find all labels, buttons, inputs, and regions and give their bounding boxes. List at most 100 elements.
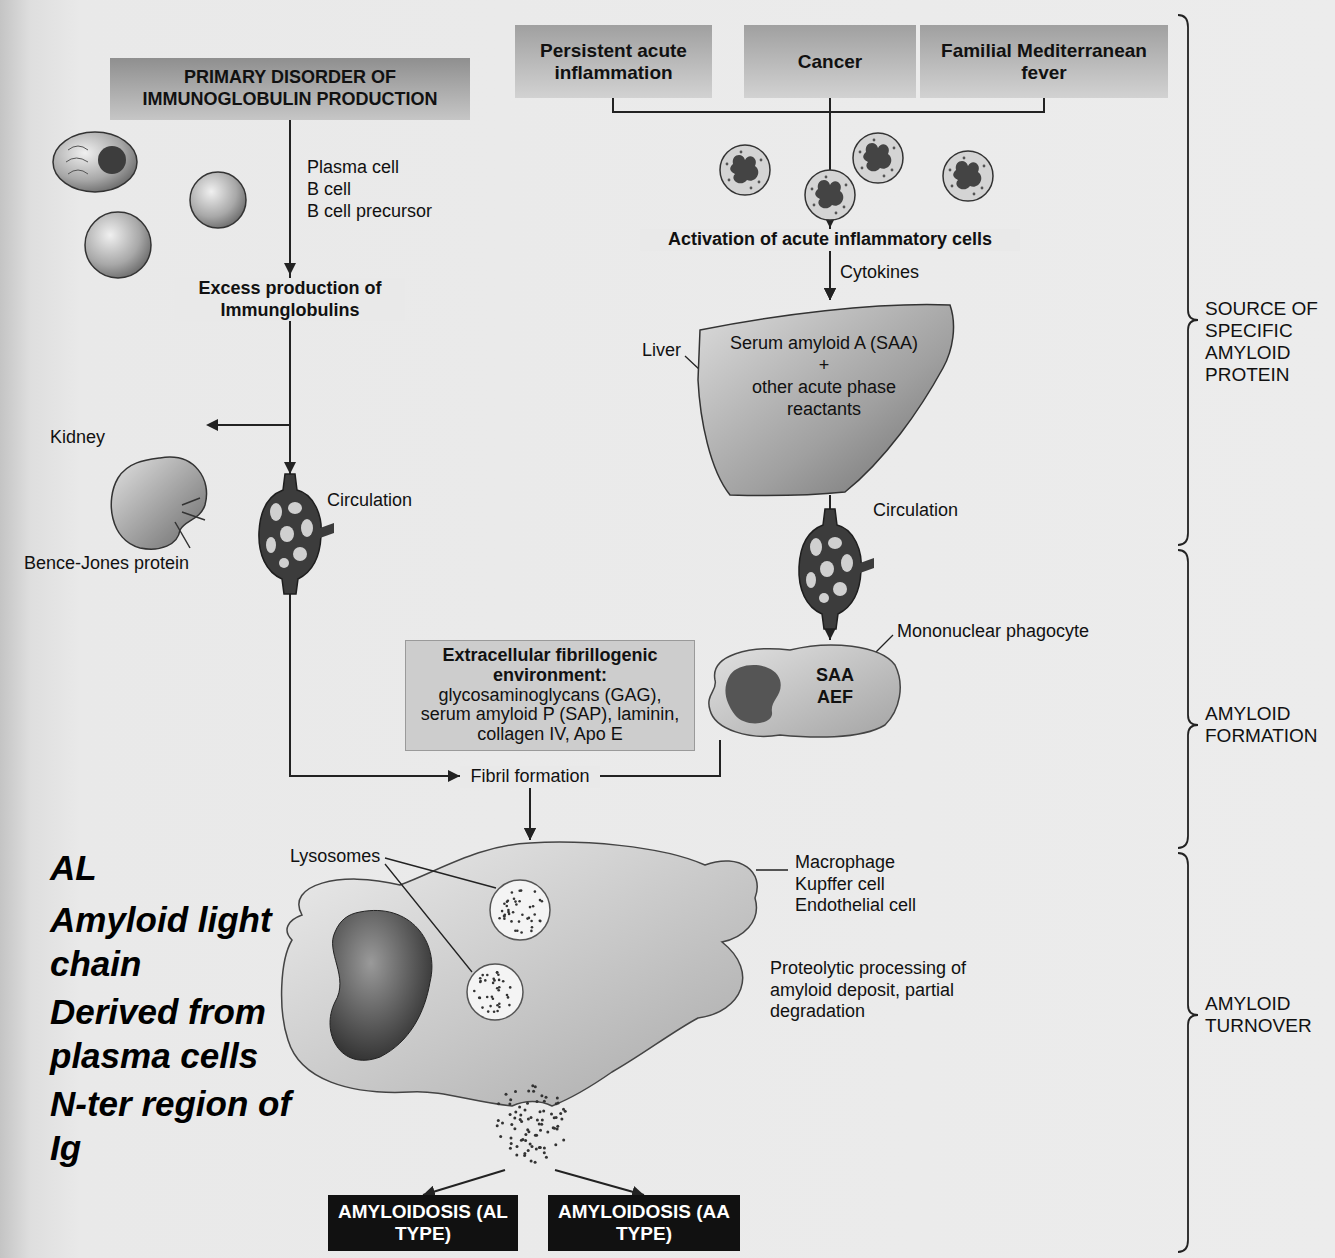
macrophage-cell-outline-part	[481, 1006, 484, 1009]
macrophage-cell-outline-part	[516, 930, 519, 933]
flow-arrowheads-part	[284, 462, 296, 474]
macrophage-cell-outline-part	[531, 1145, 534, 1148]
macrophage-cell-outline-part	[545, 1156, 548, 1159]
node-text: Serum amyloid A (SAA)	[713, 332, 935, 354]
macrophage-cell-outline-part	[505, 1093, 508, 1096]
node-text: other acute phase reactants	[734, 376, 914, 420]
macrophage-cell-outline-part	[539, 899, 542, 902]
macrophage-cell-outline-part	[506, 994, 509, 997]
macrophage-cell-outline-part	[530, 1160, 533, 1163]
macrophage-cell-outline-part	[514, 900, 517, 903]
source-box: Cancer	[744, 25, 916, 98]
macrophage-cell-outline-part	[506, 901, 509, 904]
macrophage-cell-outline-part	[479, 977, 482, 980]
macrophage-cell-outline-part	[543, 1100, 546, 1103]
macrophage-cell-outline-part	[524, 1139, 527, 1142]
label: Circulation	[327, 490, 412, 512]
bracket	[1178, 15, 1198, 1252]
macrophage-cell-outline-part	[487, 1010, 490, 1013]
macrophage-cell-outline-part	[486, 974, 489, 977]
macrophage-cell-outline-part	[539, 1110, 542, 1113]
macrophage-cell-outline-part	[516, 1145, 519, 1148]
macrophage-cell-outline-part	[562, 1138, 565, 1141]
label: Circulation	[873, 500, 958, 522]
neutrophils-part	[853, 133, 903, 183]
macrophage-cell-outline-part	[546, 1130, 549, 1133]
neutrophils-part	[805, 170, 855, 220]
macrophage-cell-outline-part	[534, 890, 537, 893]
connector	[830, 98, 1044, 300]
macrophage-cell-outline-part	[521, 1138, 524, 1141]
connector	[555, 1170, 644, 1195]
macrophage-cell-outline-part	[486, 996, 489, 999]
macrophage-cell-outline-part	[519, 1113, 522, 1116]
label: B cell precursor	[307, 201, 432, 223]
macrophage-cell-outline-part	[515, 1154, 518, 1157]
macrophage-cell-outline-part	[508, 1004, 511, 1007]
macrophage-cell-outline-part	[520, 931, 523, 934]
macrophage-cell-outline-part	[523, 1154, 526, 1157]
macrophage-cell-outline-part	[510, 920, 513, 923]
macrophage-cell-outline-part	[507, 996, 510, 999]
macrophage-cell-outline-part	[496, 1004, 499, 1007]
label: Proteolytic processing of amyloid deposi…	[770, 958, 970, 1023]
macrophage-cell-outline-part	[543, 1146, 546, 1149]
macrophage-cell-outline-part	[550, 1112, 553, 1115]
outcome-box: AMYLOIDOSIS (AA TYPE)	[548, 1195, 740, 1251]
macrophage-cell-outline-part	[496, 1010, 499, 1013]
label: Activation of acute inflammatory cells	[640, 229, 1020, 251]
liver-organ: Serum amyloid A (SAA)+other acute phase …	[695, 300, 957, 495]
macrophage-cell-outline-part	[555, 1116, 558, 1119]
macrophage-cell-outline-part	[527, 1118, 530, 1121]
macrophage-cell-outline-part	[513, 1127, 516, 1130]
macrophage-cell-outline-part	[504, 914, 507, 917]
label: SOURCE OF SPECIFIC AMYLOID PROTEIN	[1205, 298, 1331, 385]
connector	[423, 1170, 505, 1195]
plasma-cells	[53, 132, 246, 278]
macrophage-cell-outline-part	[497, 1119, 500, 1122]
plasma-cells-part	[85, 212, 151, 278]
macrophage-cell-outline-part	[518, 890, 521, 893]
node-text: Macrophage Kupffer cell Endothelial cell	[795, 852, 947, 917]
macrophage-cell-outline-part	[524, 1108, 527, 1111]
macrophage-cell-outline-part	[539, 920, 542, 923]
blood-vessel	[259, 474, 874, 629]
macrophage-cell-outline-part	[557, 1101, 560, 1104]
macrophage-cell-outline-part	[489, 1005, 492, 1008]
label: B cell	[307, 179, 351, 201]
macrophage-cell-outline-part	[513, 898, 516, 901]
source-box: Persistent acute inflammation	[515, 25, 712, 98]
phagocyte-cell-outline-part	[709, 645, 900, 737]
macrophage-cell-outline-part	[556, 1097, 559, 1100]
macrophage-cell-outline-part	[527, 1149, 530, 1152]
node-text: PRIMARY DISORDER OF IMMUNOGLOBULIN PRODU…	[120, 67, 460, 110]
macrophage-cell-outline-part	[530, 1116, 533, 1119]
phagocyte-cell-outline-part	[725, 665, 780, 723]
macrophage-cell-outline-part	[282, 842, 758, 1106]
macrophage-cell-outline-part	[527, 1130, 530, 1133]
macrophage-cell-outline-part	[479, 981, 482, 984]
macrophage-cell-outline-part	[553, 1127, 556, 1130]
macrophage-cell-outline-part	[531, 926, 534, 929]
macrophage-cell-outline-part	[496, 1124, 499, 1127]
macrophage-cell-outline-part	[509, 1098, 512, 1101]
flow-arrowheads-part	[284, 263, 296, 275]
label: Liver	[642, 340, 681, 362]
macrophage-cell-outline-part	[498, 979, 501, 982]
annotation: AL	[50, 846, 97, 890]
neutrophils-part	[720, 145, 770, 195]
macrophage-cell-outline-part	[496, 971, 499, 974]
bracket-part	[1178, 15, 1198, 545]
macrophage-cell-outline-part	[508, 1103, 511, 1106]
bracket-part	[1178, 550, 1198, 848]
macrophage-cell-outline-part	[479, 980, 482, 983]
macrophage-cell-outline-part	[484, 979, 487, 982]
node-text: AMYLOIDOSIS (AA TYPE)	[556, 1201, 732, 1245]
macrophage-cell-outline-part	[473, 990, 476, 993]
connector	[613, 98, 830, 300]
macrophage-cell-outline-part	[519, 1118, 522, 1121]
source-box: PRIMARY DISORDER OF IMMUNOGLOBULIN PRODU…	[110, 58, 470, 120]
macrophage-cell-outline-part	[535, 1148, 538, 1151]
macrophage-cell-outline-part	[497, 989, 500, 992]
node-text: Persistent acute inflammation	[523, 40, 704, 84]
